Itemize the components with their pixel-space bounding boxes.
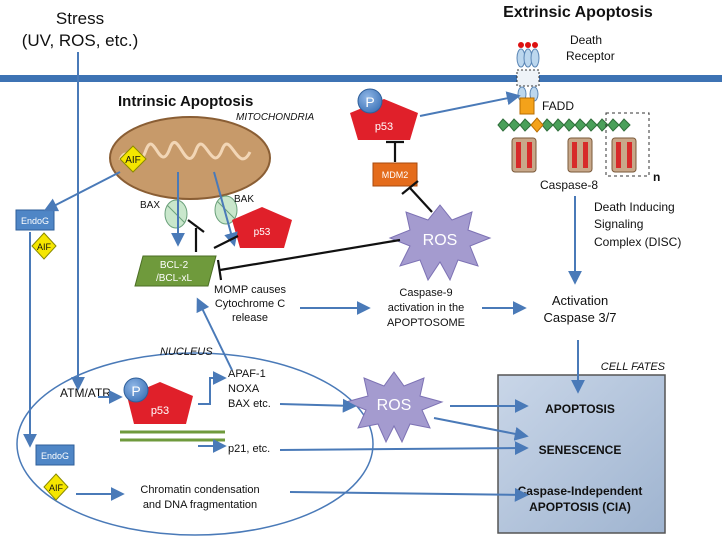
caspase9-label-3: APOPTOSOME [387,317,465,329]
cell-fates-label: CELL FATES [601,361,666,373]
nucleus-outline [16,352,374,536]
disc-label-3: Complex (DISC) [594,235,681,249]
targets-label-2: NOXA [228,383,260,395]
p53-mito-label: p53 [254,227,271,238]
caspase-8-label: Caspase-8 [540,178,598,192]
death-receptor-label: Death [570,33,602,47]
mdm2-label: MDM2 [382,170,409,180]
targets-label-3: BAX etc. [228,398,271,410]
momp-label-3: release [232,312,268,324]
bax-label: BAX [140,200,160,211]
endog-box-lower [35,444,75,466]
fadd-label: FADD [542,99,574,113]
p53-cytosol-label: p53 [375,121,393,133]
aif-mito-label: AIF [125,155,141,166]
fate-apoptosis: APOPTOSIS [545,402,615,416]
momp-label-1: MOMP causes [214,284,286,296]
disc-label-1: Death Inducing [594,200,675,214]
repeat-n-label: n [653,170,660,184]
phospho-badge-top [357,88,383,114]
extrinsic-apoptosis-title: Extrinsic Apoptosis [503,4,653,21]
stress-sublabel: (UV, ROS, etc.) [22,31,139,50]
caspase-8-complex-icon [497,112,650,177]
nucleus-label: NUCLEUS [160,346,213,358]
caspase9-label-1: Caspase-9 [399,287,452,299]
fate-cia-2: APOPTOSIS (CIA) [529,500,631,514]
disc-label-2: Signaling [594,217,643,231]
mitochondria-label: MITOCHONDRIA [236,112,314,123]
phospho-badge-nucleus-label: P [131,383,140,399]
intrinsic-apoptosis-title: Intrinsic Apoptosis [118,93,253,110]
aif-lower-diamond [43,473,69,501]
fate-cia-1: Caspase-Independent [518,484,643,498]
ros-lower-label: ROS [377,397,412,414]
caspase9-label-2: activation in the [388,302,464,314]
endog-lower-label: EndoG [41,451,69,461]
aif-lower-label: AIF [49,483,64,493]
cell-membrane [0,75,722,82]
aif-upper-diamond [31,232,57,260]
bak-label: BAK [234,194,254,205]
chromatin-label-2: and DNA fragmentation [143,499,257,511]
phospho-badge-top-label: P [365,94,374,110]
aif-mito-diamond [119,145,147,173]
ros-starburst-lower [344,371,444,444]
endog-box-upper [15,209,55,231]
inhibition-lines [187,140,433,281]
momp-label-2: Cytochrome C [215,298,285,310]
death-receptor-label-2: Receptor [566,49,615,63]
bcl2-label-2: /BCL-xL [156,273,193,284]
stress-label: Stress [56,9,104,28]
mdm2-box [372,162,418,187]
chromatin-label-1: Chromatin condensation [140,484,259,496]
ros-starburst-upper [388,204,492,282]
ros-upper-label: ROS [423,232,458,249]
p53-nucleus-label: p53 [151,405,169,417]
activation-label-2: Caspase 3/7 [544,310,617,325]
p21-label: p21, etc. [228,443,270,455]
death-receptor-icon [516,42,540,115]
mitochondria-icon [109,116,271,200]
activation-arrows [23,52,585,502]
endog-upper-label: EndoG [21,216,49,226]
fate-senescence: SENESCENCE [539,443,622,457]
aif-upper-label: AIF [37,242,52,252]
targets-label-1: APAF-1 [228,368,266,380]
p53-mito-pentagon [232,207,292,248]
activation-label-1: Activation [552,293,608,308]
bcl2-box [134,255,217,287]
bcl2-label-1: BCL-2 [160,260,189,271]
phospho-badge-nucleus [123,377,149,403]
